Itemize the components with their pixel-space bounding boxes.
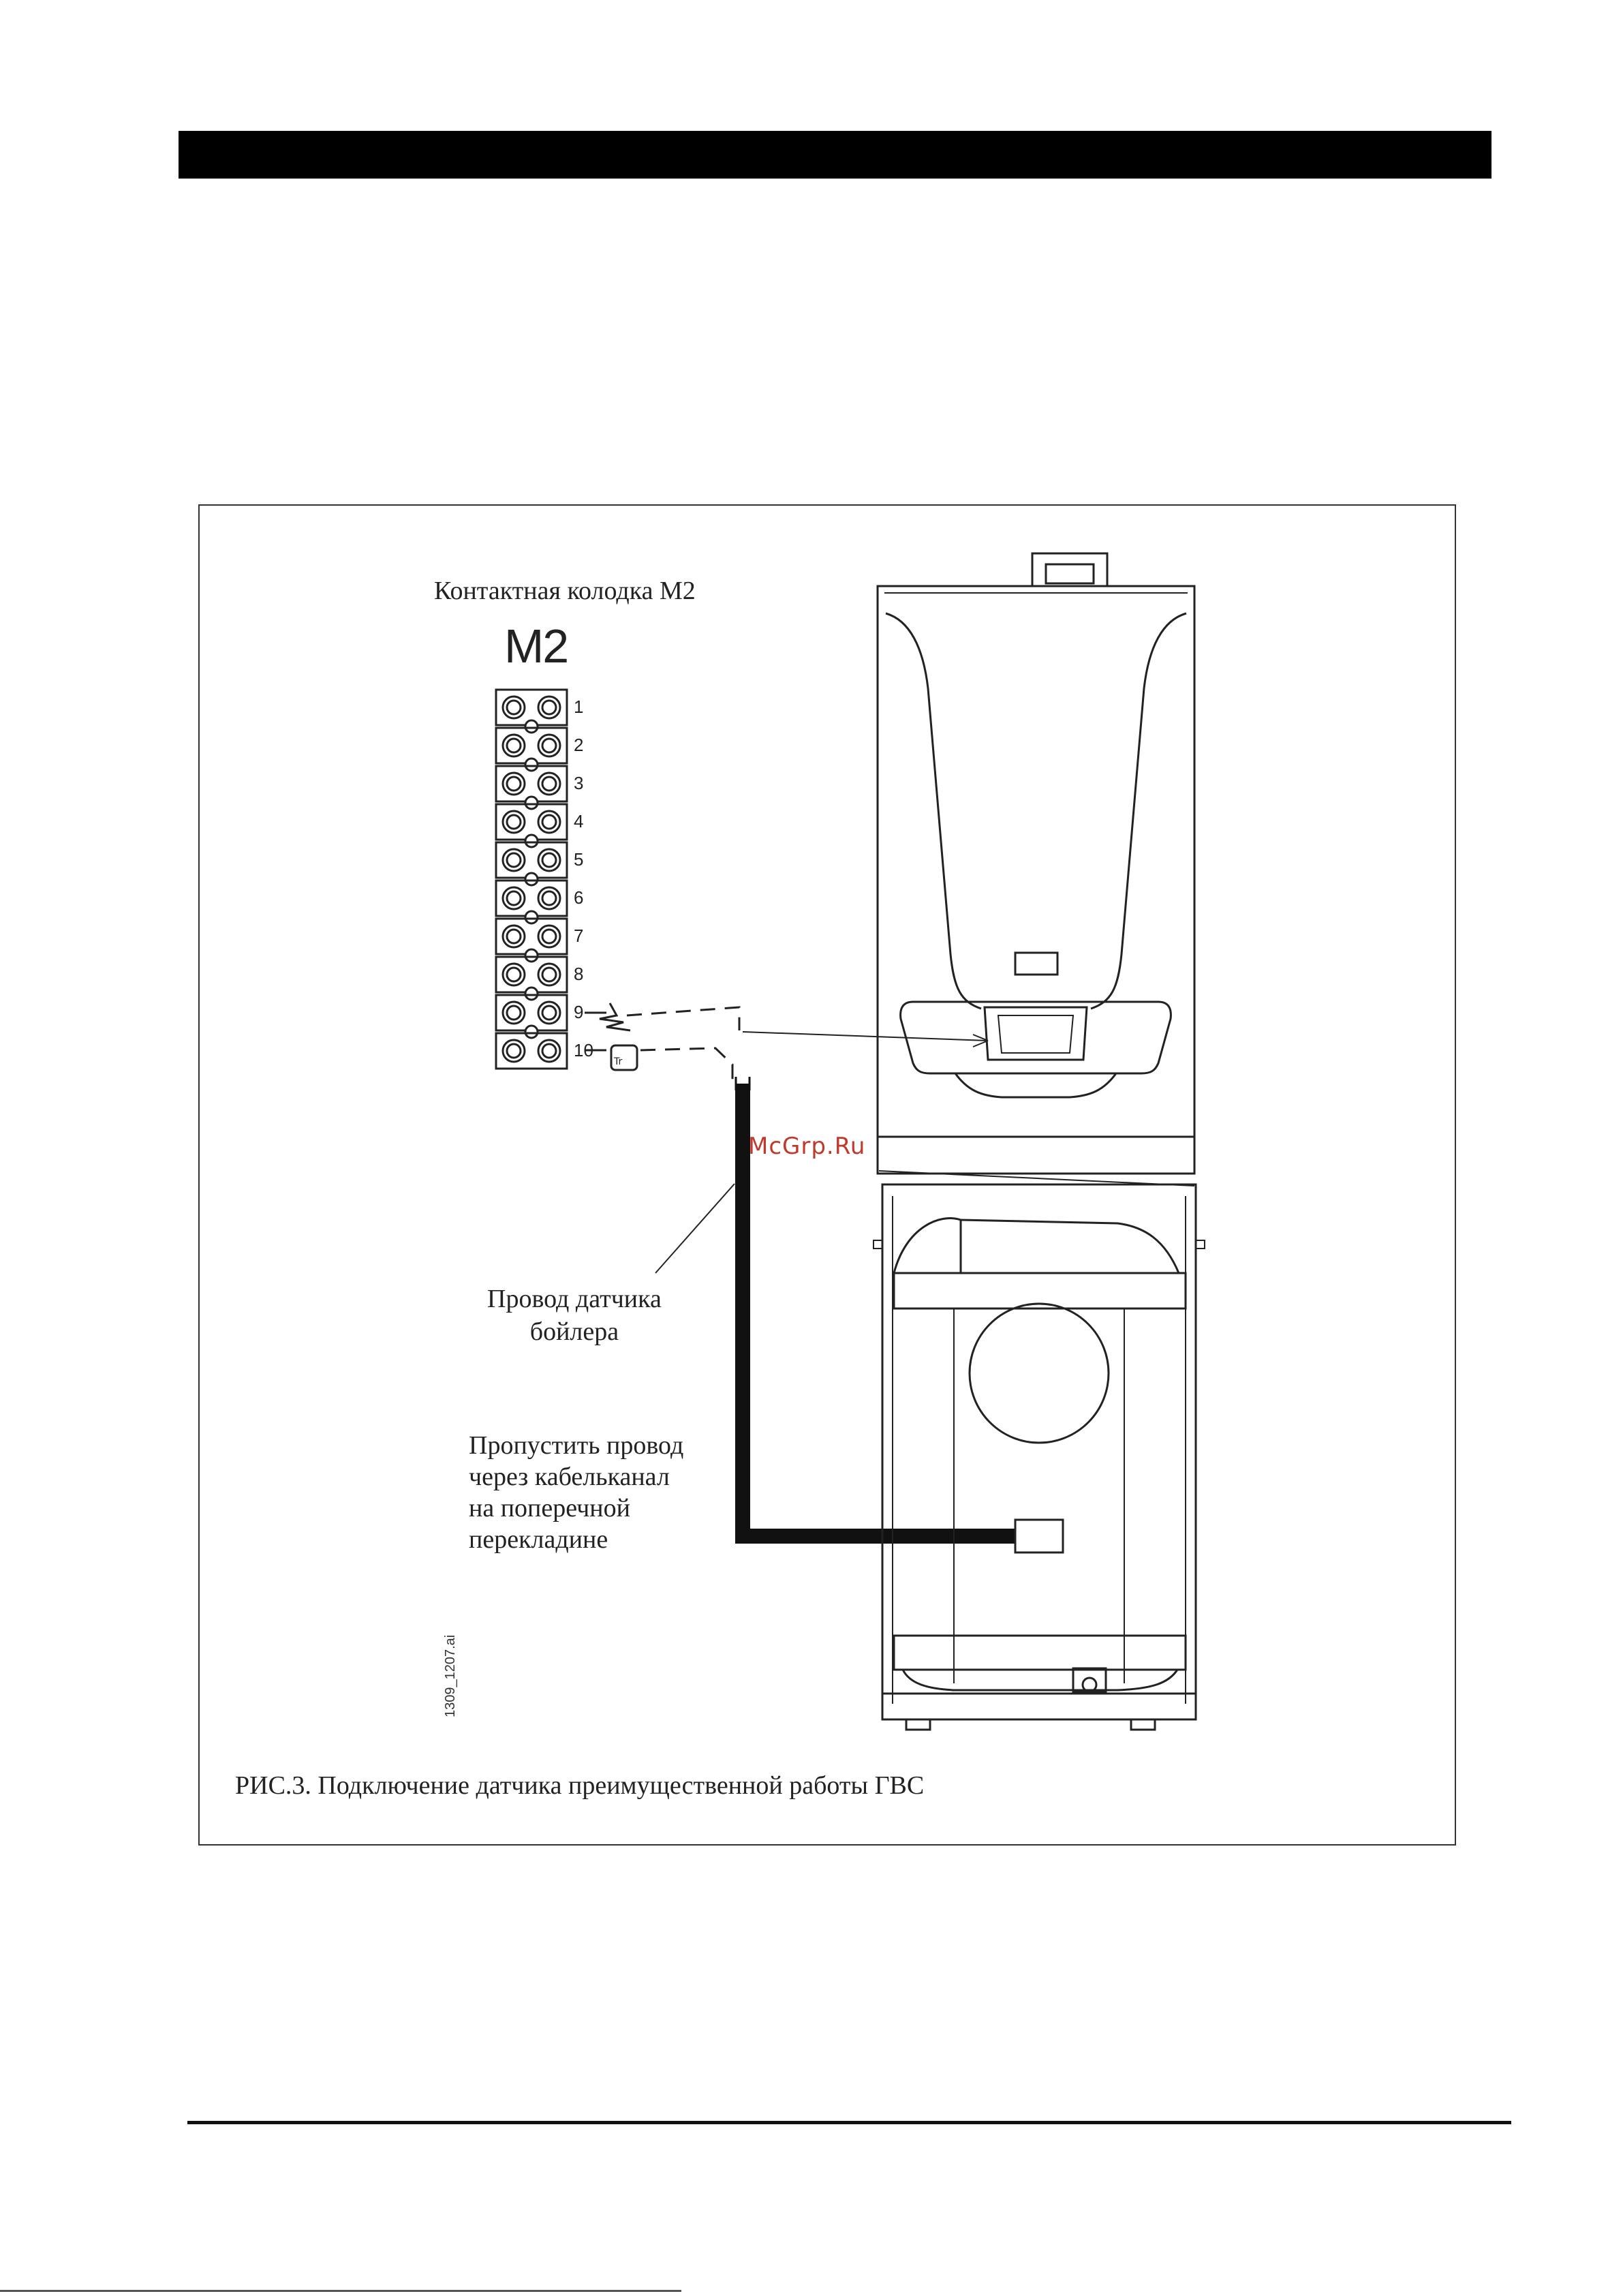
terminal-separator: [525, 911, 538, 923]
cylinder-unit: [874, 1137, 1205, 1730]
terminal-screw: [507, 815, 521, 829]
terminal-separator: [525, 1026, 538, 1038]
routing-label: Пропустить провод через кабельканал на п…: [469, 1430, 683, 1555]
terminal-block: [496, 690, 567, 1069]
terminal-screw: [507, 739, 521, 752]
terminal-screw: [542, 1044, 556, 1058]
bottom-edge: [0, 2290, 681, 2292]
terminal-separator: [525, 949, 538, 962]
terminal-number: 8: [574, 964, 583, 984]
terminal-screw: [542, 930, 556, 943]
terminal-separator: [525, 797, 538, 809]
sensor-pocket: [1015, 1520, 1063, 1552]
terminal-screw: [507, 777, 521, 791]
terminal-screw: [542, 739, 556, 752]
sensor-wiring: [585, 1003, 988, 1084]
terminal-screw: [507, 930, 521, 943]
terminal-number: 9: [574, 1002, 583, 1022]
figure-caption: РИС.3. Подключение датчика преимуществен…: [235, 1771, 924, 1801]
terminal-separator: [525, 835, 538, 847]
sensor-symbol: Tr: [613, 1056, 622, 1067]
boiler-unit: [878, 553, 1194, 1137]
terminal-number: 6: [574, 887, 583, 908]
sensor-wire-label: Провод датчика бойлера: [487, 1283, 662, 1348]
terminal-separator: [525, 873, 538, 885]
terminal-separator: [525, 759, 538, 771]
terminal-number: 2: [574, 735, 583, 755]
terminal-screw: [507, 1044, 521, 1058]
terminal-screw: [507, 968, 521, 981]
watermark: McGrp.Ru: [748, 1133, 865, 1160]
terminal-number: 1: [574, 697, 583, 717]
terminal-screw: [542, 815, 556, 829]
terminal-separator: [525, 720, 538, 733]
terminal-screw: [507, 853, 521, 867]
terminal-separator: [525, 988, 538, 1000]
terminal-screw: [507, 891, 521, 905]
footer-rule: [187, 2121, 1511, 2124]
file-id: 1309_1207.ai: [443, 1635, 459, 1717]
terminal-screw: [542, 891, 556, 905]
terminal-number: 5: [574, 849, 583, 870]
terminal-screw: [542, 968, 556, 981]
terminal-screw: [507, 1006, 521, 1020]
terminal-number: 3: [574, 773, 583, 793]
leader-line: [655, 1184, 735, 1273]
terminal-screw: [507, 701, 521, 714]
terminal-number: 7: [574, 925, 583, 946]
terminal-screw: [542, 701, 556, 714]
terminal-screw: [542, 777, 556, 791]
terminal-screw: [542, 1006, 556, 1020]
terminal-number: 4: [574, 811, 583, 831]
terminal-screw: [542, 853, 556, 867]
